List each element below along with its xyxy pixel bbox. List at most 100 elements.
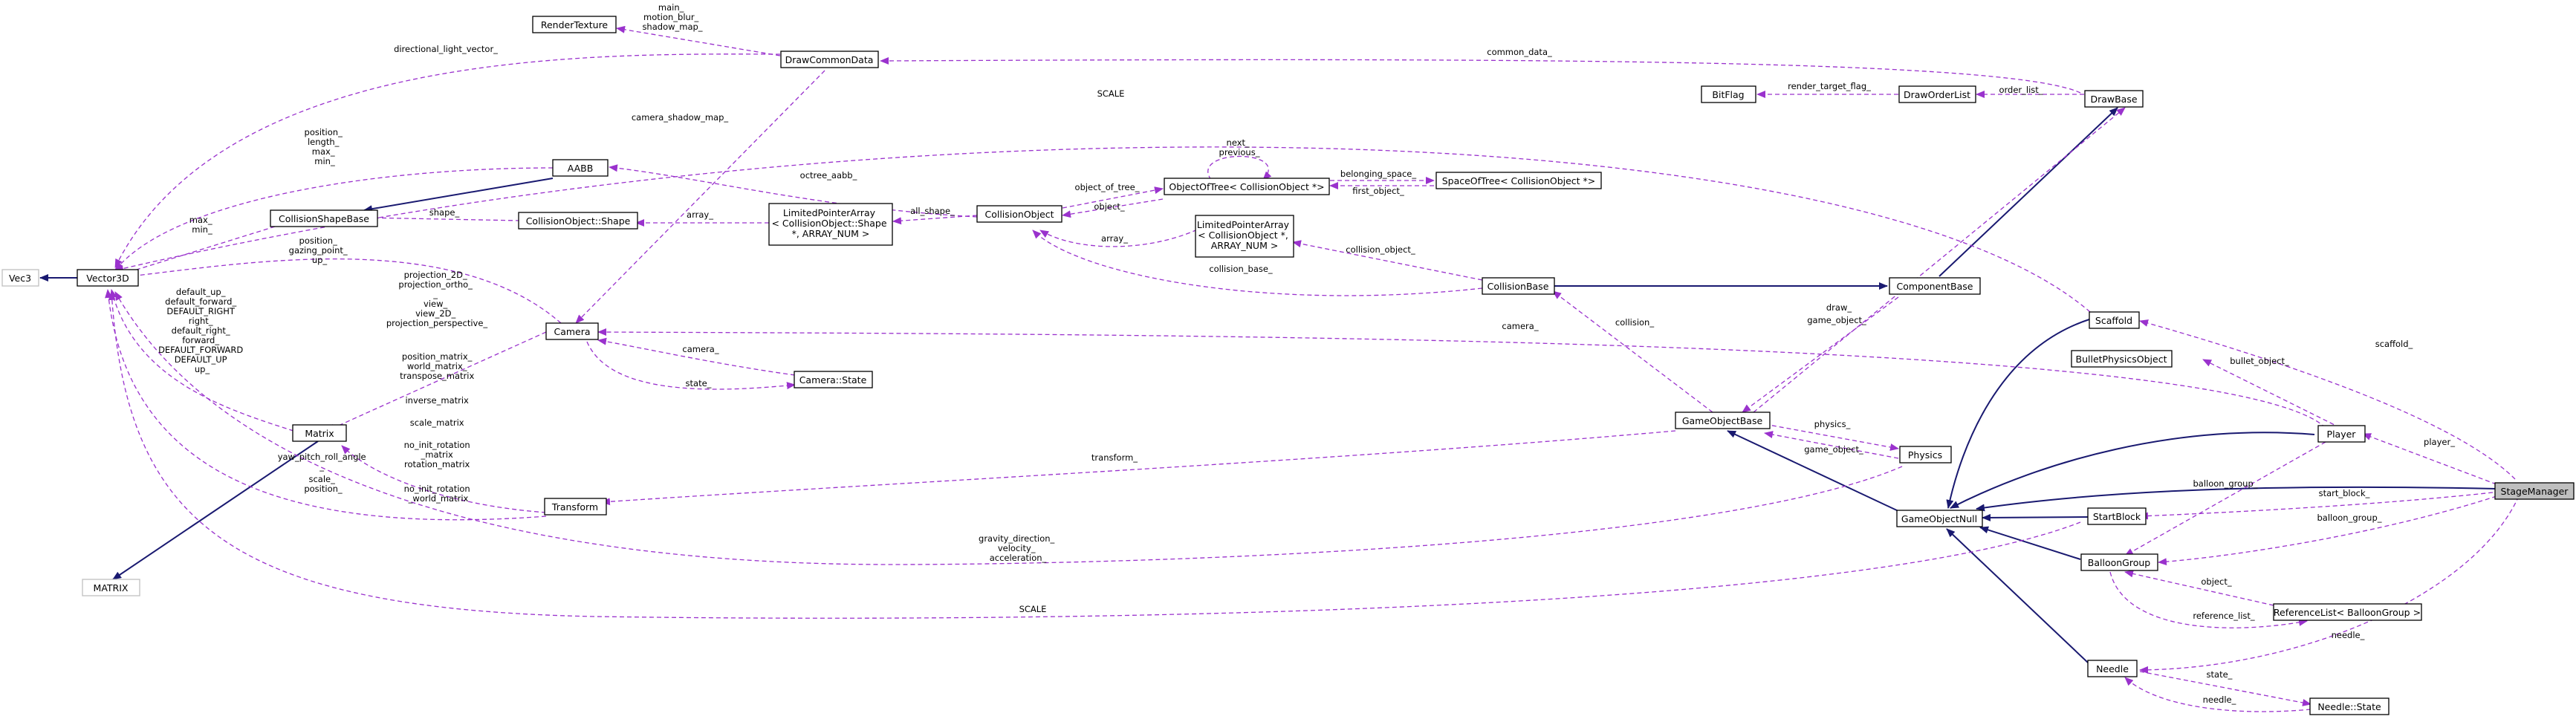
node-box bbox=[1675, 412, 1771, 429]
edge-label-physics: physics_ bbox=[1814, 419, 1851, 429]
edge-octree-aabb bbox=[609, 164, 978, 218]
node-transform[interactable]: Transform bbox=[544, 498, 607, 516]
node-matrix[interactable]: Matrix bbox=[292, 424, 347, 442]
node-matrix-cap[interactable]: MATRIX bbox=[82, 579, 140, 596]
node-box bbox=[2317, 425, 2366, 443]
node-reference-list[interactable]: ReferenceList< BalloonGroup > bbox=[2273, 603, 2422, 621]
node-box bbox=[1701, 85, 1756, 103]
edge-collision-object bbox=[1292, 240, 1483, 281]
edge-collision bbox=[1552, 290, 1713, 413]
node-player[interactable]: Player bbox=[2317, 425, 2366, 443]
node-label: CollisionObject bbox=[984, 209, 1054, 220]
node-limited-pointer-array-shape[interactable]: LimitedPointerArray < CollisionObject::S… bbox=[768, 203, 893, 246]
node-box bbox=[768, 203, 893, 246]
edge-start-block bbox=[2139, 492, 2494, 520]
node-start-block[interactable]: StartBlock bbox=[2087, 507, 2147, 525]
edge-stagemanager-gameobjectnull bbox=[1976, 486, 2497, 512]
node-collision-base[interactable]: CollisionBase bbox=[1482, 277, 1555, 295]
node-label: GameObjectBase bbox=[1682, 415, 1763, 426]
node-space-of-tree[interactable]: SpaceOfTree< CollisionObject *> bbox=[1435, 172, 1602, 189]
edge-label-directional-light: directional_light_vector_ bbox=[394, 44, 498, 54]
edge-label-transform-matrix: position_matrix_ world_matrix_ transpose… bbox=[400, 351, 477, 504]
node-component-base[interactable]: ComponentBase bbox=[1889, 277, 1981, 295]
node-box bbox=[1896, 510, 1983, 527]
node-box bbox=[77, 269, 139, 287]
node-camera[interactable]: Camera bbox=[545, 322, 599, 340]
edge-camera-player bbox=[597, 328, 2326, 429]
edge-label-game-object-comp: game_object_ bbox=[1807, 315, 1866, 325]
node-game-object-base[interactable]: GameObjectBase bbox=[1675, 412, 1771, 429]
node-box bbox=[2087, 660, 2138, 677]
node-box bbox=[1482, 277, 1555, 295]
node-collision-object-shape[interactable]: CollisionObject::Shape bbox=[518, 212, 638, 230]
node-scaffold[interactable]: Scaffold bbox=[2089, 311, 2140, 329]
node-box bbox=[1, 269, 39, 287]
node-balloon-group[interactable]: BalloonGroup bbox=[2080, 553, 2158, 571]
edge-scale-bottom bbox=[108, 291, 2081, 619]
node-stage-manager[interactable]: StageManager bbox=[2494, 482, 2575, 500]
edge-label-collision-base: collision_base_ bbox=[1209, 264, 1273, 274]
edge-player-balloongroup bbox=[2124, 441, 2326, 556]
edge-player-gameobjectnull bbox=[1950, 432, 2315, 509]
edge-label-render-target-flag: render_target_flag_ bbox=[1788, 81, 1871, 91]
node-box bbox=[2494, 482, 2575, 500]
edge-label-octree-aabb: octree_aabb_ bbox=[800, 170, 857, 180]
edge-matrix-vector3d bbox=[109, 289, 294, 432]
node-draw-base[interactable]: DrawBase bbox=[2084, 90, 2144, 108]
node-camera-state[interactable]: Camera::State bbox=[794, 371, 873, 388]
edge-object-ref bbox=[2124, 570, 2274, 606]
node-needle[interactable]: Needle bbox=[2087, 660, 2138, 677]
edge-common-data bbox=[880, 56, 2081, 94]
node-label: ObjectOfTree< CollisionObject *> bbox=[1169, 181, 1324, 192]
edge-label-transform: transform_ bbox=[1091, 452, 1138, 463]
node-aabb[interactable]: AABB bbox=[552, 159, 609, 177]
node-vec3[interactable]: Vec3 bbox=[1, 269, 39, 287]
node-physics[interactable]: Physics bbox=[1899, 446, 1952, 464]
nodes: Vec3 Vector3D MATRIX RenderTexture DrawC… bbox=[1, 16, 2575, 715]
node-draw-common-data[interactable]: DrawCommonData bbox=[780, 51, 879, 68]
node-box bbox=[1898, 85, 1976, 103]
edge-reference-list bbox=[2109, 571, 2308, 628]
node-label: Transform bbox=[551, 501, 598, 513]
node-object-of-tree[interactable]: ObjectOfTree< CollisionObject *> bbox=[1164, 178, 1330, 195]
node-label: Physics bbox=[1908, 449, 1942, 461]
node-box bbox=[2089, 311, 2140, 329]
edge-label-first-object: first_object_ bbox=[1352, 186, 1404, 196]
node-vector3d[interactable]: Vector3D bbox=[77, 269, 139, 287]
node-label: CollisionBase bbox=[1487, 281, 1549, 292]
node-render-texture[interactable]: RenderTexture bbox=[532, 16, 617, 33]
edge-label-balloon-group: balloon_group_ bbox=[2317, 513, 2382, 523]
node-label: ComponentBase bbox=[1896, 281, 1973, 292]
node-label: RenderTexture bbox=[541, 19, 609, 30]
edge-physics-vector3d bbox=[114, 291, 1903, 565]
node-draw-order-list[interactable]: DrawOrderList bbox=[1898, 85, 1976, 103]
node-box bbox=[2071, 350, 2173, 368]
edge-label-scaffold: scaffold_ bbox=[2375, 339, 2413, 349]
edge-rendertexture-drawcommondata bbox=[616, 25, 781, 56]
node-collision-shape-base[interactable]: CollisionShapeBase bbox=[270, 209, 378, 227]
node-label: Vec3 bbox=[9, 273, 31, 284]
edge-label-collision-object: collision_object_ bbox=[1346, 244, 1415, 255]
edge-startblock-gameobjectnull bbox=[1982, 513, 2089, 521]
edge-scaffold bbox=[2139, 319, 2516, 480]
node-box bbox=[2084, 90, 2144, 108]
node-box bbox=[780, 51, 879, 68]
node-label: DrawCommonData bbox=[785, 54, 874, 65]
node-bit-flag[interactable]: BitFlag bbox=[1701, 85, 1756, 103]
node-box bbox=[1195, 215, 1294, 258]
node-game-object-null[interactable]: GameObjectNull bbox=[1896, 510, 1983, 527]
edge-balloongroup-gameobjectnull bbox=[1979, 526, 2081, 560]
edge-shape bbox=[363, 214, 521, 222]
edge-label-needle-back: needle_ bbox=[2203, 695, 2236, 705]
node-label: Camera::State bbox=[799, 374, 867, 386]
node-limited-pointer-array-obj[interactable]: LimitedPointerArray < CollisionObject *,… bbox=[1195, 215, 1294, 258]
edge-collisionshapebase-vector3d bbox=[114, 226, 276, 278]
node-bullet-physics-object[interactable]: BulletPhysicsObject bbox=[2071, 350, 2173, 368]
edge-label-bullet-object: bullet_object_ bbox=[2230, 356, 2289, 366]
edge-label-belonging-space: belonging_space_ bbox=[1340, 169, 1416, 179]
node-needle-state[interactable]: Needle::State bbox=[2309, 697, 2390, 715]
edge-label-physics-game-object: game_object_ bbox=[1804, 444, 1863, 455]
node-collision-object[interactable]: CollisionObject bbox=[976, 205, 1062, 223]
edges bbox=[39, 25, 2520, 712]
